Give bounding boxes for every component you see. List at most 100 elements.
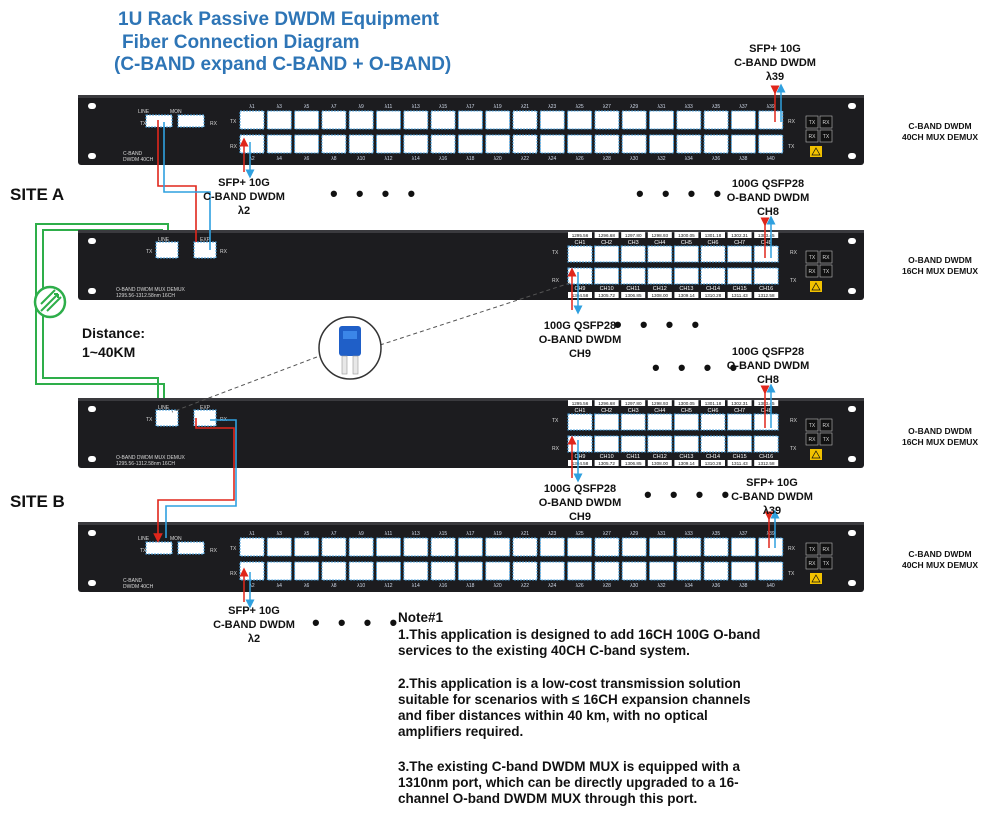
frequency-box [621,400,646,406]
mon-port-label: MON [170,536,182,542]
frequency-label: 1311.43 [731,293,748,298]
lambda-label: λ13 [412,531,420,537]
lambda-label: λ36 [712,156,720,162]
frequency-label: 1297.80 [625,233,642,238]
rack-ear-slot [88,530,96,536]
exp-port-label: EXP [200,237,211,243]
aux-port [805,542,819,556]
svg-text:100G QSFP28: 100G QSFP28 [732,346,804,358]
frequency-label: 1305.72 [598,293,615,298]
lambda-port [430,134,456,154]
frequency-box [727,232,752,238]
lambda-port [485,561,511,581]
lambda-port [376,110,401,130]
channel-label: CH1 [574,240,585,246]
side-label-c-bot: C-BAND DWDM 40CH MUX DEMUX [902,549,978,570]
title-line-3: (C-BAND expand C-BAND + O-BAND) [114,54,451,75]
callout-sfp-lambda2-site-a: SFP+ 10G C-BAND DWDM λ2 [203,177,285,217]
lambda-label: λ37 [739,531,747,537]
aux-port-label: TX [809,120,816,126]
frequency-box [674,292,699,298]
aux-port-label: TX [823,269,830,275]
svg-text:C-BAND DWDM: C-BAND DWDM [908,121,971,131]
callout-sfp-lambda39-site-a: SFP+ 10G C-BAND DWDM λ39 [734,43,816,83]
channel-label: CH16 [759,454,773,460]
lambda-label: λ11 [385,104,393,110]
svg-text:SFP+ 10G: SFP+ 10G [746,477,798,489]
aux-port-label: RX [823,547,831,553]
lambda-port [621,537,647,557]
lambda-label: λ2 [249,583,255,589]
row-rx-label: RX [230,144,238,150]
tx-label: TX [140,121,147,127]
line-port [155,409,179,427]
svg-text:16CH MUX DEMUX: 16CH MUX DEMUX [902,437,978,447]
distance-label: Distance: [82,325,145,341]
lambda-port [403,134,429,154]
channel-port [620,435,646,453]
aux-port [819,556,833,570]
row-rx-label: RX [552,278,560,284]
lambda-port [430,561,456,581]
row-rx-label: RX [552,446,560,452]
channel-port [753,413,779,431]
channel-label: CH1 [574,408,585,414]
svg-text:1310nm port, which can be dire: 1310nm port, which can be directly upgra… [398,775,739,790]
aux-port-label: TX [823,134,830,140]
svg-text:amplifiers required.: amplifiers required. [398,724,523,739]
lambda-label: λ7 [331,531,337,537]
lambda-label: λ20 [494,583,502,589]
aux-port [805,556,819,570]
svg-text:16CH MUX DEMUX: 16CH MUX DEMUX [902,266,978,276]
lambda-label: λ12 [384,583,392,589]
frequency-label: 1306.85 [625,293,642,298]
frequency-label: 1305.72 [598,461,615,466]
line-port [155,241,179,259]
lambda-port [321,537,347,557]
lambda-port [621,134,647,154]
rack-ear-slot [88,103,96,109]
lambda-port [703,110,729,130]
frequency-label: 1308.00 [651,461,668,466]
inter-panel-fibers [153,120,237,543]
lambda-port [512,561,538,581]
channel-label: CH9 [574,286,585,292]
svg-text:100G QSFP28: 100G QSFP28 [732,178,804,190]
rack-ear-slot [88,153,96,159]
lambda-port [758,561,784,581]
rack-ear-slot [848,153,856,159]
frequency-box [647,292,672,298]
frequency-label: 1304.58 [572,461,589,466]
frequency-label: 1295.56 [572,233,589,238]
lambda-port [376,134,401,154]
frequency-box [568,232,592,238]
lambda-port [457,561,483,581]
channel-port [647,435,673,453]
frequency-label: 1308.00 [651,293,668,298]
line-port-label: LINE [158,237,170,243]
lambda-label: λ29 [630,104,638,110]
svg-text:SFP+ 10G: SFP+ 10G [228,605,280,617]
lambda-port [730,134,756,154]
frequency-label: 1311.43 [731,461,748,466]
svg-text:O-BAND DWDM: O-BAND DWDM [727,192,809,204]
channel-label: CH13 [679,286,693,292]
frequency-label: 1297.80 [625,401,642,406]
channel-label: CH3 [628,408,639,414]
frequency-label: 1312.58 [758,293,775,298]
lambda-port [730,537,756,557]
lambda-port [376,537,401,557]
svg-text:CH8: CH8 [757,374,779,386]
side-label-c-top: C-BAND DWDM 40CH MUX DEMUX [902,121,978,142]
svg-text:SFP+ 10G: SFP+ 10G [749,43,801,55]
lambda-port [676,134,702,154]
frequency-box [674,232,699,238]
lambda-label: λ22 [521,583,529,589]
svg-text:• • • •: • • • • [636,181,727,206]
lambda-port [266,134,292,154]
exp-port-label: EXP [200,405,211,411]
svg-text:100G QSFP28: 100G QSFP28 [544,320,616,332]
frequency-box [621,460,646,466]
lambda-label: λ21 [521,104,529,110]
